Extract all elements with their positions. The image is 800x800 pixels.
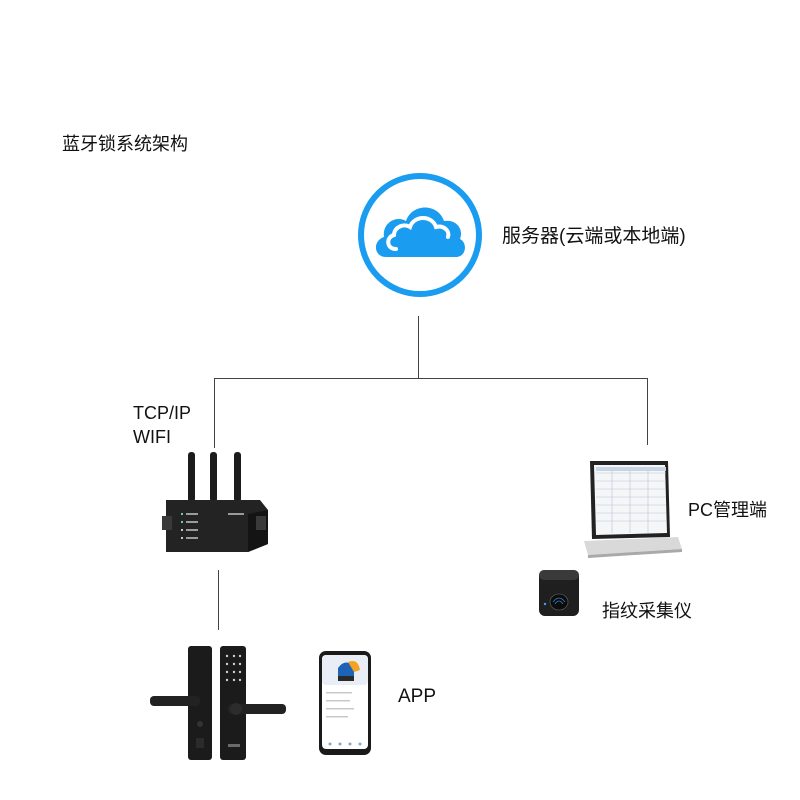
connector-horizontal [214,378,648,379]
gateway-label-line2: WIFI [133,427,171,447]
connector-gateway-up [214,378,215,448]
smartphone-icon [319,651,371,755]
smart-lock-icon [150,646,286,760]
diagram-title: 蓝牙锁系统架构 [62,134,188,154]
router-icon [162,452,268,552]
connector-gateway-lock [218,570,219,630]
gateway-label-line1: TCP/IP [133,403,192,423]
laptop-icon [584,461,682,558]
pc-label: PC管理端 [688,500,768,520]
cloud-icon [358,173,482,297]
server-label: 服务器(云端或本地端) [502,226,686,247]
connector-server-down [418,316,419,378]
gateway-label: TCP/IP WIFI [133,401,191,449]
app-label: APP [398,686,437,707]
fingerprint-reader-icon [539,570,579,616]
fingerprint-label: 指纹采集仪 [602,601,692,621]
connector-pc [647,378,648,445]
